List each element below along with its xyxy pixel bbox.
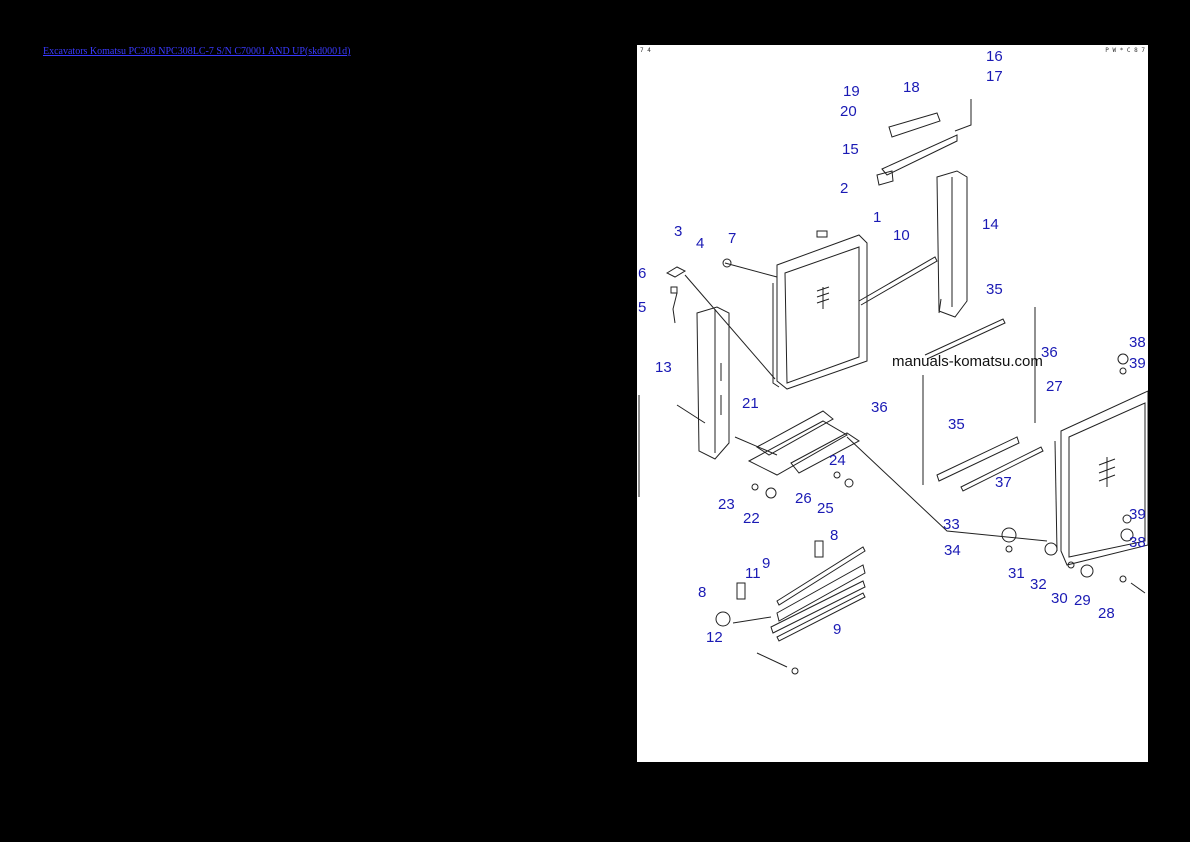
callout-21: 21 bbox=[742, 395, 759, 412]
callout-20: 20 bbox=[840, 103, 857, 120]
sheet-corner-left: 7 4 bbox=[640, 47, 651, 54]
callout-28: 28 bbox=[1098, 605, 1115, 622]
document-title-link[interactable]: Excavators Komatsu PC308 NPC308LC-7 S/N … bbox=[43, 46, 351, 57]
callout-3: 3 bbox=[674, 223, 683, 240]
callout-19: 19 bbox=[843, 83, 860, 100]
callout-8-lower: 8 bbox=[698, 584, 707, 601]
callout-18: 18 bbox=[903, 79, 920, 96]
callout-32: 32 bbox=[1030, 576, 1047, 593]
callout-23: 23 bbox=[718, 496, 735, 513]
callout-38-upper: 38 bbox=[1129, 334, 1146, 351]
callout-7: 7 bbox=[728, 230, 737, 247]
callout-39-upper: 39 bbox=[1129, 355, 1146, 372]
callout-17: 17 bbox=[986, 68, 1003, 85]
callout-22: 22 bbox=[743, 510, 760, 527]
callout-6: 6 bbox=[638, 265, 647, 282]
callout-36-upper: 36 bbox=[1041, 344, 1058, 361]
callout-25: 25 bbox=[817, 500, 834, 517]
callout-8-upper: 8 bbox=[830, 527, 839, 544]
watermark: manuals-komatsu.com bbox=[892, 353, 1043, 370]
callout-2: 2 bbox=[840, 180, 849, 197]
callout-31: 31 bbox=[1008, 565, 1025, 582]
callout-12: 12 bbox=[706, 629, 723, 646]
callout-24: 24 bbox=[829, 452, 846, 469]
sheet-corner-right: P W * C 8 7 bbox=[1105, 47, 1145, 54]
callout-35-upper: 35 bbox=[986, 281, 1003, 298]
callout-29: 29 bbox=[1074, 592, 1091, 609]
callout-36-lower: 36 bbox=[871, 399, 888, 416]
callout-26: 26 bbox=[795, 490, 812, 507]
exploded-view-drawing bbox=[638, 99, 1148, 675]
callout-11: 11 bbox=[745, 565, 761, 582]
callout-10: 10 bbox=[893, 227, 910, 244]
callout-4: 4 bbox=[696, 235, 705, 252]
callout-15: 15 bbox=[842, 141, 859, 158]
callout-35-lower: 35 bbox=[948, 416, 965, 433]
callout-9-upper: 9 bbox=[762, 555, 771, 572]
callout-16: 16 bbox=[986, 48, 1003, 65]
callout-39-lower: 39 bbox=[1129, 506, 1146, 523]
parts-diagram-sheet: 7 4 P W * C 8 7 manuals-komatsu.com 16 1… bbox=[637, 45, 1148, 762]
callout-5: 5 bbox=[638, 299, 647, 316]
callout-9-lower: 9 bbox=[833, 621, 842, 638]
callout-27: 27 bbox=[1046, 378, 1063, 395]
callout-13: 13 bbox=[655, 359, 672, 376]
callout-33: 33 bbox=[943, 516, 960, 533]
callout-37: 37 bbox=[995, 474, 1012, 491]
callout-34: 34 bbox=[944, 542, 961, 559]
callout-14: 14 bbox=[982, 216, 999, 233]
callout-38-lower: 38 bbox=[1129, 534, 1146, 551]
callout-30: 30 bbox=[1051, 590, 1068, 607]
callout-1: 1 bbox=[873, 209, 882, 226]
